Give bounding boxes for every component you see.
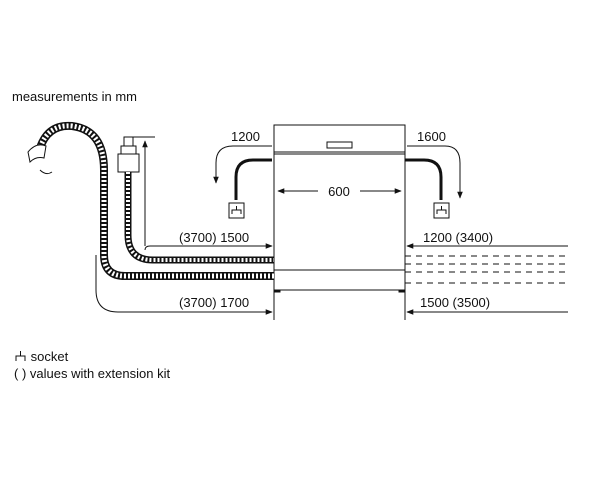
right-upper-label: 1200 (3400) bbox=[423, 230, 493, 245]
dishwasher-body bbox=[273, 124, 406, 293]
left-lower-arrow bbox=[95, 255, 273, 315]
drain-hose-end bbox=[27, 144, 47, 164]
top-right-label: 1600 bbox=[417, 129, 446, 144]
power-cable-right bbox=[405, 158, 443, 200]
socket-icon bbox=[228, 202, 245, 219]
valve-top bbox=[123, 136, 134, 147]
legend-extension: ( ) values with extension kit bbox=[14, 366, 170, 382]
drain-hose-icon bbox=[27, 121, 274, 280]
drain-hose-outer bbox=[36, 121, 274, 280]
cable-length-arrow-left bbox=[213, 145, 272, 184]
cable-length-arrow-right bbox=[407, 145, 463, 199]
inlet-hose-outer bbox=[124, 172, 274, 264]
left-lower-dimension: (3700) 1700 bbox=[95, 255, 275, 320]
socket-icon bbox=[15, 351, 26, 361]
aquastop-valve-icon bbox=[117, 136, 155, 246]
left-upper-arrow bbox=[144, 243, 273, 251]
legend-extension-label: ( ) values with extension kit bbox=[14, 366, 171, 381]
left-upper-label: (3700) 1500 bbox=[179, 230, 249, 245]
left-upper-dimension: (3700) 1500 bbox=[144, 230, 273, 251]
dishwasher-foot-right bbox=[398, 289, 406, 293]
right-upper-dimension: 1200 (3400) bbox=[406, 230, 568, 249]
top-left-cable: 1200 bbox=[213, 129, 272, 200]
inlet-hose bbox=[124, 172, 274, 264]
inlet-hose-texture bbox=[126, 172, 274, 262]
control-panel-display bbox=[326, 141, 353, 149]
top-left-label: 1200 bbox=[231, 129, 260, 144]
floor-lines bbox=[405, 255, 568, 284]
right-lower-label: 1500 (3500) bbox=[420, 295, 490, 310]
valve-body bbox=[117, 153, 140, 173]
dishwasher-outline bbox=[273, 124, 406, 291]
valve-neck bbox=[120, 145, 137, 155]
drain-hose-hook bbox=[39, 169, 53, 175]
diagram-title: measurements in mm bbox=[12, 89, 137, 104]
power-cable-left bbox=[234, 158, 272, 200]
width-label: 600 bbox=[328, 184, 350, 199]
legend-socket-label: socket bbox=[30, 349, 69, 364]
socket-icon bbox=[433, 202, 450, 219]
legend-socket: socket bbox=[14, 349, 68, 365]
width-dimension: 600 bbox=[277, 184, 402, 199]
top-right-cable: 1600 bbox=[405, 129, 463, 200]
socket-left-glyph bbox=[231, 206, 242, 214]
dishwasher-foot-left bbox=[273, 289, 281, 293]
left-lower-label: (3700) 1700 bbox=[179, 295, 249, 310]
drain-hose-texture bbox=[37, 123, 274, 279]
socket-right-glyph bbox=[436, 206, 447, 214]
right-lower-dimension: 1500 (3500) bbox=[404, 292, 568, 320]
